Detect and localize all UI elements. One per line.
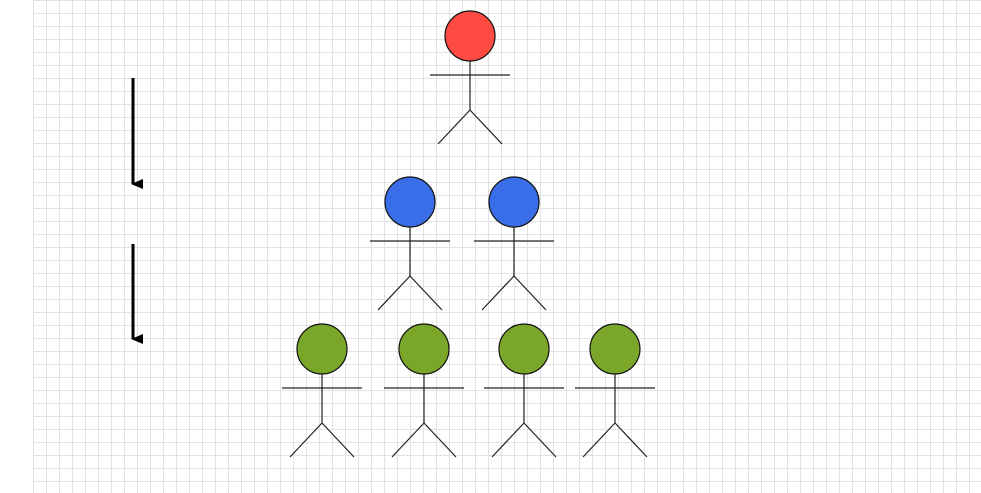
stick-figure-student: [484, 323, 564, 458]
stick-figures: [282, 10, 655, 458]
figure-head: [384, 176, 436, 228]
figure-left-leg: [582, 422, 616, 458]
figure-right-leg: [409, 275, 443, 311]
stick-figure-counselor: [370, 176, 450, 311]
figure-head: [398, 323, 450, 375]
figure-right-leg: [469, 109, 503, 145]
figure-right-leg: [614, 422, 648, 458]
figure-left-leg: [289, 422, 323, 458]
figure-right-leg: [423, 422, 457, 458]
figure-left-leg: [437, 109, 471, 145]
figure-left-leg: [377, 275, 411, 311]
stick-figure-student: [282, 323, 362, 458]
figure-right-leg: [321, 422, 355, 458]
figure-left-leg: [491, 422, 525, 458]
figure-right-leg: [513, 275, 547, 311]
figure-left-leg: [391, 422, 425, 458]
grid-background: [33, 0, 981, 493]
figure-head: [296, 323, 348, 375]
stick-figure-counselor: [474, 176, 554, 311]
figure-head: [589, 323, 641, 375]
figure-head: [498, 323, 550, 375]
figure-head: [444, 10, 496, 62]
figure-right-leg: [523, 422, 557, 458]
stick-figure-student: [384, 323, 464, 458]
stick-figure-student: [575, 323, 655, 458]
stick-figure-principal: [430, 10, 510, 145]
figure-left-leg: [481, 275, 515, 311]
figure-head: [488, 176, 540, 228]
